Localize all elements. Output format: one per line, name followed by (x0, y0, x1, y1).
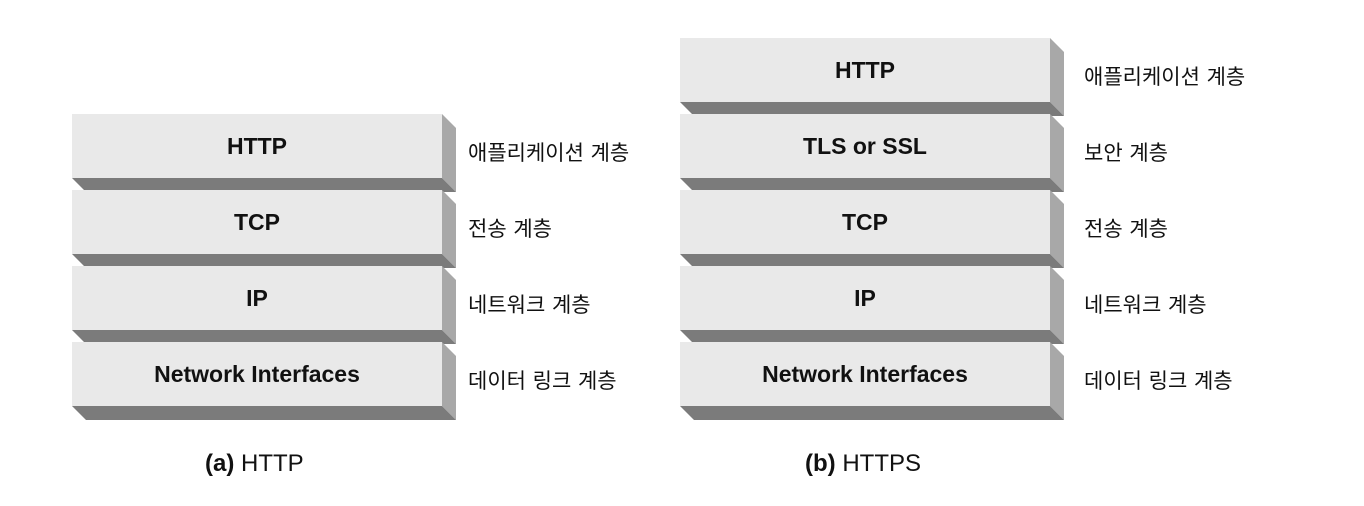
block-bottom-face (680, 178, 1064, 192)
block-side-face (442, 266, 456, 344)
protocol-label: TCP (72, 190, 442, 254)
layer-block-tcp: TCP (680, 190, 1078, 268)
block-bottom-face (680, 330, 1064, 344)
block-depth-shading (680, 190, 1064, 268)
block-side-face (1050, 38, 1064, 116)
caption-letter: (b) (805, 450, 836, 477)
block-side-face (442, 190, 456, 268)
layer-block-tls: TLS or SSL (680, 114, 1078, 192)
block-bottom-face (72, 330, 456, 344)
protocol-label: IP (680, 266, 1050, 330)
protocol-label: TLS or SSL (680, 114, 1050, 178)
layer-block-http: HTTP (72, 114, 470, 192)
protocol-label: HTTP (680, 38, 1050, 102)
block-bottom-face (680, 254, 1064, 268)
block-side-face (1050, 114, 1064, 192)
protocol-label: Network Interfaces (680, 342, 1050, 406)
layer-block-http: HTTP (680, 38, 1078, 116)
caption-letter: (a) (205, 450, 235, 477)
protocol-label: IP (72, 266, 442, 330)
block-depth-shading (680, 114, 1064, 192)
block-side-face (1050, 266, 1064, 344)
block-depth-shading (72, 342, 456, 420)
block-side-face (1050, 342, 1064, 420)
block-bottom-face (72, 406, 456, 420)
layer-name-label: 애플리케이션 계층 (1084, 65, 1246, 89)
block-side-face (442, 114, 456, 192)
caption-a: (a) HTTP (205, 452, 304, 476)
layer-name-label: 보안 계층 (1084, 141, 1168, 165)
layer-name-label: 데이터 링크 계층 (1084, 369, 1233, 393)
protocol-label: TCP (680, 190, 1050, 254)
block-bottom-face (72, 178, 456, 192)
block-depth-shading (72, 114, 456, 192)
layer-block-network-interfaces: Network Interfaces (680, 342, 1078, 420)
protocol-label: Network Interfaces (72, 342, 442, 406)
layer-block-ip: IP (680, 266, 1078, 344)
caption-b: (b) HTTPS (805, 452, 921, 476)
layer-name-label: 전송 계층 (468, 217, 552, 241)
layer-name-label: 애플리케이션 계층 (468, 141, 630, 165)
layer-block-tcp: TCP (72, 190, 470, 268)
layer-name-label: 데이터 링크 계층 (468, 369, 617, 393)
layer-name-label: 네트워크 계층 (468, 293, 591, 317)
caption-text: HTTPS (842, 450, 921, 477)
block-bottom-face (72, 254, 456, 268)
block-bottom-face (680, 406, 1064, 420)
layer-block-network-interfaces: Network Interfaces (72, 342, 470, 420)
layer-name-label: 네트워크 계층 (1084, 293, 1207, 317)
block-side-face (442, 342, 456, 420)
layer-block-ip: IP (72, 266, 470, 344)
block-depth-shading (72, 266, 456, 344)
block-bottom-face (680, 102, 1064, 116)
caption-text: HTTP (241, 450, 304, 477)
block-side-face (1050, 190, 1064, 268)
block-depth-shading (680, 342, 1064, 420)
block-depth-shading (72, 190, 456, 268)
layer-name-label: 전송 계층 (1084, 217, 1168, 241)
block-depth-shading (680, 266, 1064, 344)
protocol-label: HTTP (72, 114, 442, 178)
block-depth-shading (680, 38, 1064, 116)
